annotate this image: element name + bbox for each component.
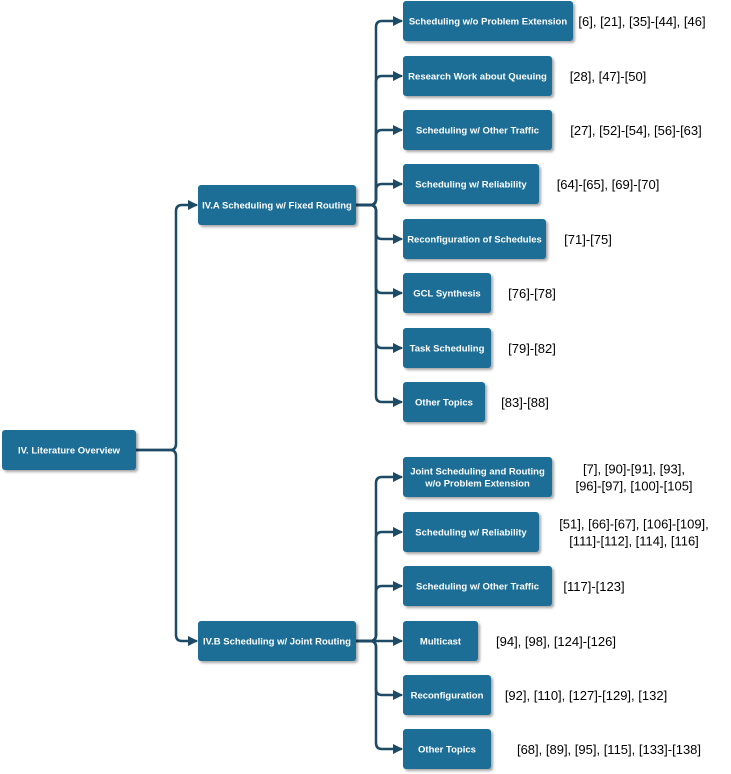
topic-node-box [403,328,491,368]
edge-branch-2-to-child-6 [354,639,403,754]
topic-node: Scheduling w/ Other Traffic [403,566,552,606]
topic-node-label: Scheduling w/o Problem Extension [409,17,568,28]
topic-references: [76]-[78] [508,286,556,301]
topic-node-box [403,382,485,422]
topic-references: [96]-[97], [100]-[105] [575,479,692,494]
edge-branch-1-to-child-4 [354,179,403,207]
topic-node-label: Task Scheduling [410,344,485,355]
topic-node: Reconfiguration [403,675,491,715]
topic-node-box [403,675,491,715]
topic-references: [28], [47]-[50] [570,69,647,84]
topic-node-label: Joint Scheduling and Routing [410,467,545,478]
topic-references: [7], [90]-[91], [93], [583,462,685,477]
nodes-layer: IV. Literature Overview IV.A Scheduling w… [2,1,709,769]
topic-references: [83]-[88] [501,395,549,410]
topic-node: Scheduling w/ Reliability [403,512,539,552]
topic-references: [6], [21], [35]-[44], [46] [578,14,705,29]
edge-branch-2-to-child-5 [354,639,403,700]
topic-node-label: Scheduling w/ Other Traffic [416,126,539,137]
topic-node-box [403,621,478,661]
topic-node-box [403,566,552,606]
edge-branch-2-to-child-1 [354,472,403,643]
topic-node-label: Other Topics [418,745,476,756]
edge-branch-1-to-child-6 [354,203,403,298]
root-node-label: IV. Literature Overview [18,446,121,457]
branch-node-fixed-routing-label: IV.A Scheduling w/ Fixed Routing [202,201,352,212]
edge-root-to-branch-1 [134,200,198,452]
topic-node: GCL Synthesis [403,273,491,313]
branch-node-fixed-routing-box [198,185,356,225]
edge-branch-1-to-child-1 [354,16,403,207]
topic-node: Scheduling w/o Problem Extension [403,1,573,41]
root-node: IV. Literature Overview [2,430,136,470]
topic-node-box [403,56,552,96]
topic-references: [51], [66]-[67], [106]-[109], [559,517,709,532]
edge-root-to-branch-2 [134,448,198,646]
topic-references: [64]-[65], [69]-[70] [557,177,660,192]
branch-node-joint-routing: IV.B Scheduling w/ Joint Routing [198,621,356,661]
topic-node-box [403,219,546,259]
topic-references: [117]-[123] [563,579,624,594]
topic-references: [94], [98], [124]-[126] [496,634,616,649]
topic-references: [111]-[112], [114], [116] [569,534,699,549]
topic-node-label: w/o Problem Extension [424,479,530,490]
topic-node-label: Research Work about Queuing [408,72,547,83]
topic-node: Research Work about Queuing [403,56,552,96]
topic-node: Task Scheduling [403,328,491,368]
branch-node-joint-routing-box [198,621,356,661]
topic-node-box [403,110,552,150]
topic-node-box [403,512,539,552]
topic-node: Reconfiguration of Schedules [403,219,546,259]
edge-branch-1-to-child-3 [354,125,403,207]
topic-node: Multicast [403,621,478,661]
edge-branch-1-to-child-8 [354,203,403,407]
topic-node-label: Multicast [420,637,462,648]
topic-node-label: Scheduling w/ Reliability [415,528,527,539]
root-node-box [2,430,136,470]
topic-node-box [403,729,491,769]
topic-node-box [403,273,491,313]
topic-node-label: Scheduling w/ Reliability [415,180,527,191]
topic-node: Other Topics [403,729,491,769]
topic-node: Other Topics [403,382,485,422]
topic-node-box [403,457,552,497]
edges-layer [134,16,403,754]
topic-node: Scheduling w/ Other Traffic [403,110,552,150]
edge-branch-1-to-child-7 [354,203,403,353]
topic-references: [27], [52]-[54], [56]-[63] [570,123,702,138]
topic-node-box [403,164,539,204]
edge-branch-2-to-child-3 [354,581,403,643]
topic-references: [92], [110], [127]-[129], [132] [505,688,667,703]
topic-node: Scheduling w/ Reliability [403,164,539,204]
topic-references: [68], [89], [95], [115], [133]-[138] [517,742,701,757]
branch-node-joint-routing-label: IV.B Scheduling w/ Joint Routing [203,637,351,648]
topic-node-label: Other Topics [415,398,473,409]
topic-node-label: Reconfiguration [411,691,484,702]
branch-node-fixed-routing: IV.A Scheduling w/ Fixed Routing [198,185,356,225]
topic-references: [79]-[82] [508,341,556,356]
edge-branch-1-to-child-5 [354,203,403,244]
topic-node-label: Scheduling w/ Other Traffic [416,582,539,593]
topic-node-label: Reconfiguration of Schedules [407,235,542,246]
topic-node-box [403,1,573,41]
topic-references: [71]-[75] [564,232,612,247]
topic-node-label: GCL Synthesis [413,289,480,300]
